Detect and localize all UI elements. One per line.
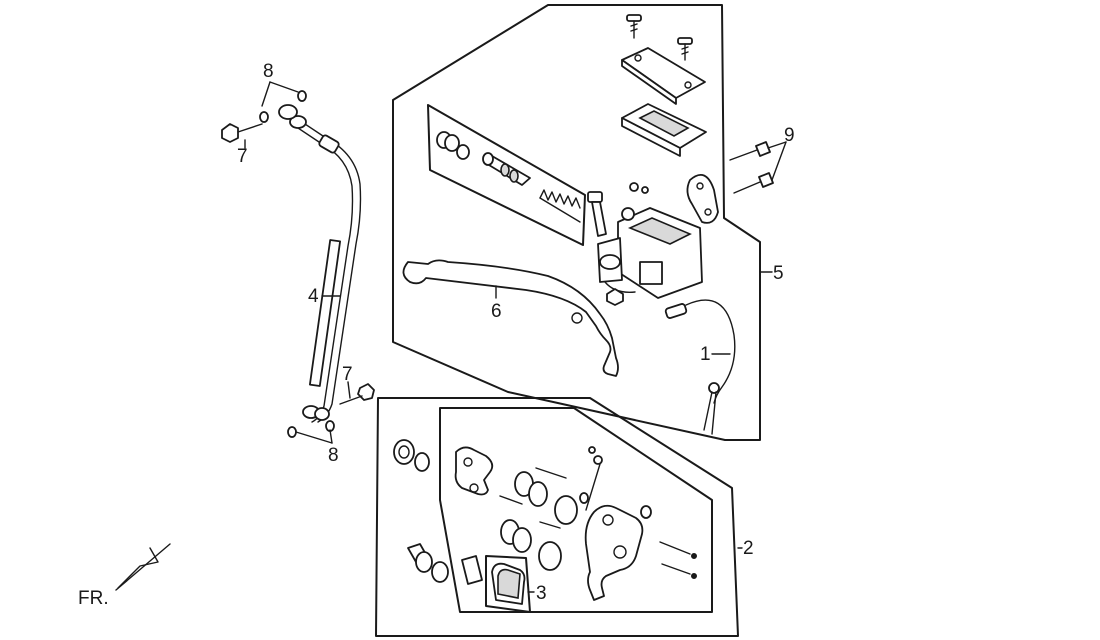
lever-pivot-bolt bbox=[587, 191, 607, 237]
callout-brake-hose: 4 bbox=[308, 286, 319, 307]
caliper-group-outline bbox=[375, 397, 739, 637]
clamp-bolt bbox=[729, 141, 771, 161]
piston-kit-outline bbox=[427, 104, 586, 246]
caliper-group bbox=[375, 397, 739, 637]
callout-brake-pads: 3 bbox=[536, 583, 547, 604]
master-cylinder-group-outline bbox=[392, 4, 761, 441]
brake-light-switch bbox=[664, 299, 736, 435]
callout-bolt-top: 7 bbox=[237, 146, 248, 167]
piston bbox=[482, 152, 531, 186]
callout-washers-top: 8 bbox=[263, 61, 274, 82]
caliper-bracket bbox=[454, 446, 494, 496]
slide-pin bbox=[499, 467, 567, 529]
brake-pad-set bbox=[485, 555, 531, 613]
lever-nut bbox=[606, 288, 624, 306]
reservoir-cap-screw bbox=[626, 14, 642, 39]
brake-hose bbox=[278, 104, 362, 423]
leader-lines bbox=[244, 81, 787, 593]
callout-washers-bottom: 8 bbox=[328, 445, 339, 466]
caliper-subgroup-outline bbox=[439, 407, 713, 613]
banjo-bolt-bottom bbox=[339, 383, 375, 405]
sealing-washer-top bbox=[259, 90, 307, 123]
dust-seal bbox=[393, 439, 430, 472]
reservoir-cap bbox=[621, 47, 706, 105]
handlebar-clamp bbox=[686, 173, 719, 224]
caliper-body bbox=[584, 504, 652, 601]
master-cylinder-body bbox=[597, 207, 703, 299]
front-label: FR. bbox=[78, 588, 109, 609]
front-direction-indicator: FR. bbox=[78, 543, 171, 609]
piston-seal bbox=[500, 471, 548, 553]
master-cylinder-group bbox=[392, 4, 774, 441]
brake-lever bbox=[402, 259, 619, 377]
reservoir-cap-screw bbox=[677, 37, 693, 61]
piston-spring bbox=[539, 189, 581, 223]
callout-caliper: 2 bbox=[743, 538, 754, 559]
callout-bolt-bottom: 7 bbox=[342, 364, 353, 385]
callout-labels: 8 7 4 7 8 9 5 6 1 2 3 bbox=[237, 61, 795, 604]
callout-master-cylinder: 5 bbox=[773, 263, 784, 284]
pin-boot bbox=[407, 543, 449, 583]
callout-brake-lever: 6 bbox=[491, 301, 502, 322]
switch-screw bbox=[629, 182, 649, 194]
bleeder-screw bbox=[585, 446, 603, 511]
callout-brake-switch: 1 bbox=[700, 344, 711, 365]
caliper-piston bbox=[538, 492, 589, 571]
clamp-bolt bbox=[733, 172, 774, 194]
callout-clamp-bolts: 9 bbox=[784, 125, 795, 146]
banjo-bolt-top bbox=[221, 123, 263, 143]
pad-pin bbox=[659, 541, 697, 579]
brake-hose-group bbox=[221, 90, 375, 438]
sealing-washer-bottom bbox=[287, 420, 335, 438]
boot-seal bbox=[436, 131, 470, 160]
pad-spring bbox=[461, 555, 483, 585]
reservoir-diaphragm bbox=[621, 103, 707, 157]
